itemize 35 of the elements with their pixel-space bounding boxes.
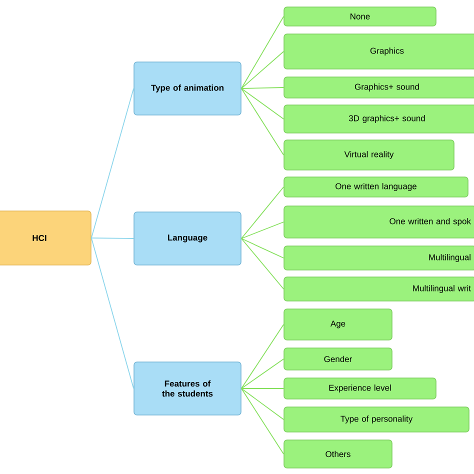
item-box: One written and spok bbox=[284, 206, 474, 238]
category-box: Language bbox=[134, 212, 242, 266]
connector-line bbox=[240, 238, 284, 290]
connector-line bbox=[240, 186, 284, 239]
connector-line bbox=[240, 388, 284, 420]
connector-line bbox=[240, 51, 284, 89]
item-box: Type of personality bbox=[284, 406, 470, 432]
item-box: One written language bbox=[284, 176, 468, 198]
connector-line bbox=[90, 238, 134, 239]
connector-line bbox=[240, 388, 284, 389]
connector-line bbox=[240, 88, 284, 156]
connector-line bbox=[240, 238, 284, 258]
item-box: Experience level bbox=[284, 378, 436, 400]
connector-line bbox=[240, 388, 284, 454]
connector-line bbox=[90, 88, 134, 238]
item-box: Graphics+ sound bbox=[284, 76, 474, 98]
item-box: Others bbox=[284, 440, 392, 468]
connector-line bbox=[240, 88, 284, 120]
item-box: Multilingual writ bbox=[284, 276, 474, 302]
root-box: HCI bbox=[0, 210, 92, 266]
item-box: Multilingual bbox=[284, 246, 474, 270]
connector-line bbox=[240, 87, 284, 89]
category-box: Features of the students bbox=[134, 362, 242, 416]
connector-line bbox=[240, 324, 284, 389]
item-box: Graphics bbox=[284, 34, 474, 70]
item-box: 3D graphics+ sound bbox=[284, 104, 474, 134]
item-box: Virtual reality bbox=[284, 140, 454, 170]
connector-line bbox=[240, 358, 284, 389]
category-box: Type of animation bbox=[134, 62, 242, 116]
item-box: Age bbox=[284, 308, 392, 340]
connector-line bbox=[240, 16, 284, 89]
connector-line bbox=[90, 238, 134, 389]
item-box: Gender bbox=[284, 348, 392, 370]
item-box: None bbox=[284, 6, 436, 26]
connector-line bbox=[240, 222, 284, 239]
